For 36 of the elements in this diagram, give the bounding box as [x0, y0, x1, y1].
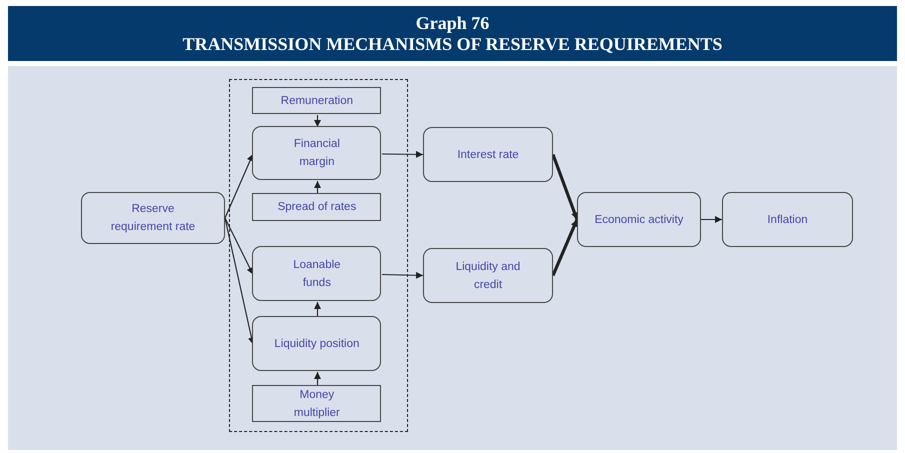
node-label: Loanable funds: [292, 258, 342, 291]
process-box: [577, 192, 701, 247]
node-label: Money multiplier: [292, 388, 341, 421]
title: Graph 76: [416, 12, 490, 34]
process-box: [252, 246, 382, 302]
arrow: [314, 181, 321, 194]
arrow: [314, 115, 321, 127]
process-box: [423, 248, 553, 303]
arrow: [552, 154, 578, 220]
process-box: [423, 127, 553, 182]
node-label: Liquidity and credit: [454, 260, 522, 292]
arrow: [314, 372, 321, 386]
process-box: [252, 316, 382, 372]
arrow: [224, 154, 254, 218]
node-label: Financial margin: [292, 137, 341, 170]
node-label: Economic activity: [594, 212, 684, 228]
arrow: [552, 218, 578, 276]
arrow: [701, 216, 722, 223]
process-box: [252, 385, 382, 422]
arrow: [314, 302, 321, 317]
arrow: [382, 272, 424, 279]
arrow: [382, 150, 423, 158]
node-label: Remuneration: [280, 94, 353, 109]
node-label: Inflation: [767, 212, 808, 228]
subtitle: TRANSMISSION MECHANISMS OF RESERVE REQUIREMENTS: [182, 34, 722, 54]
process-box: [722, 192, 853, 247]
process-box: [252, 126, 382, 180]
process-box: [81, 192, 225, 244]
process-box: [252, 193, 382, 222]
node-label: Liquidity position: [274, 336, 360, 352]
node-label: Interest rate: [457, 148, 519, 162]
arrow: [224, 218, 254, 275]
dashed-group-frame: [229, 79, 408, 432]
node-label: Reserve requirement rate: [110, 202, 196, 235]
process-box: [252, 87, 382, 114]
node-label: Spread of rates: [278, 200, 356, 216]
